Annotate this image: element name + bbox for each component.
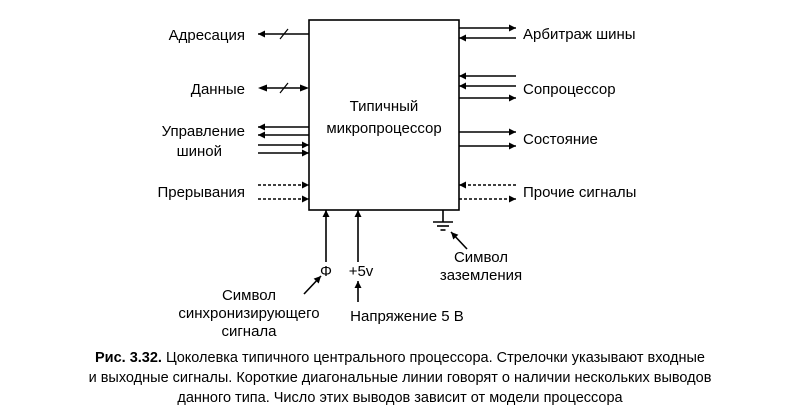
caption-text-1: Цоколевка типичного центрального процесс…	[161, 350, 705, 366]
caption-line-1: Рис. 3.32. Цоколевка типичного центральн…	[20, 348, 780, 368]
ground-annotation-pointer	[450, 231, 468, 250]
clock-symbol-label: Φ	[320, 263, 332, 280]
address-bus-tick	[279, 28, 289, 40]
ground-annotation-line2: заземления	[440, 267, 522, 284]
power-label: +5v	[349, 263, 374, 280]
data-bus-arrow-left	[258, 84, 267, 92]
bus-control-label-line1: Управление	[162, 123, 245, 140]
arbitration-label: Арбитраж шины	[523, 26, 636, 43]
cpu-pinout-diagram: Типичный микропроцессор	[157, 19, 636, 340]
cpu-label-line2: микропроцессор	[326, 120, 441, 137]
clock-annotation-line3: сигнала	[221, 323, 277, 340]
clock-annotation-pointer	[303, 275, 322, 295]
data-label: Данные	[191, 81, 245, 98]
caption-line-2: и выходные сигналы. Короткие диагональны…	[88, 370, 712, 386]
address-label: Адресация	[169, 27, 245, 44]
coprocessor-label: Сопроцессор	[523, 81, 616, 98]
ground-symbol	[433, 210, 453, 231]
bus-control-label-line2: шиной	[177, 143, 222, 160]
caption-label: Рис. 3.32.	[95, 350, 162, 366]
cpu-box	[308, 19, 460, 211]
data-bus-arrow-right	[300, 84, 309, 92]
interrupts-label: Прерывания	[157, 184, 245, 201]
data-bus-tick	[279, 82, 289, 94]
cpu-label-line1: Типичный	[350, 98, 419, 115]
ground-annotation-line1: Символ	[454, 249, 508, 266]
clock-annotation-line1: Символ	[222, 287, 276, 304]
caption-line-3: данного типа. Число этих выводов зависит…	[177, 390, 623, 406]
figure-caption: Рис. 3.32. Цоколевка типичного центральн…	[20, 348, 780, 408]
misc-label: Прочие сигналы	[523, 184, 636, 201]
status-label: Состояние	[523, 131, 598, 148]
power-annotation: Напряжение 5 В	[350, 308, 464, 325]
clock-annotation-line2: синхронизирующего	[178, 305, 319, 322]
